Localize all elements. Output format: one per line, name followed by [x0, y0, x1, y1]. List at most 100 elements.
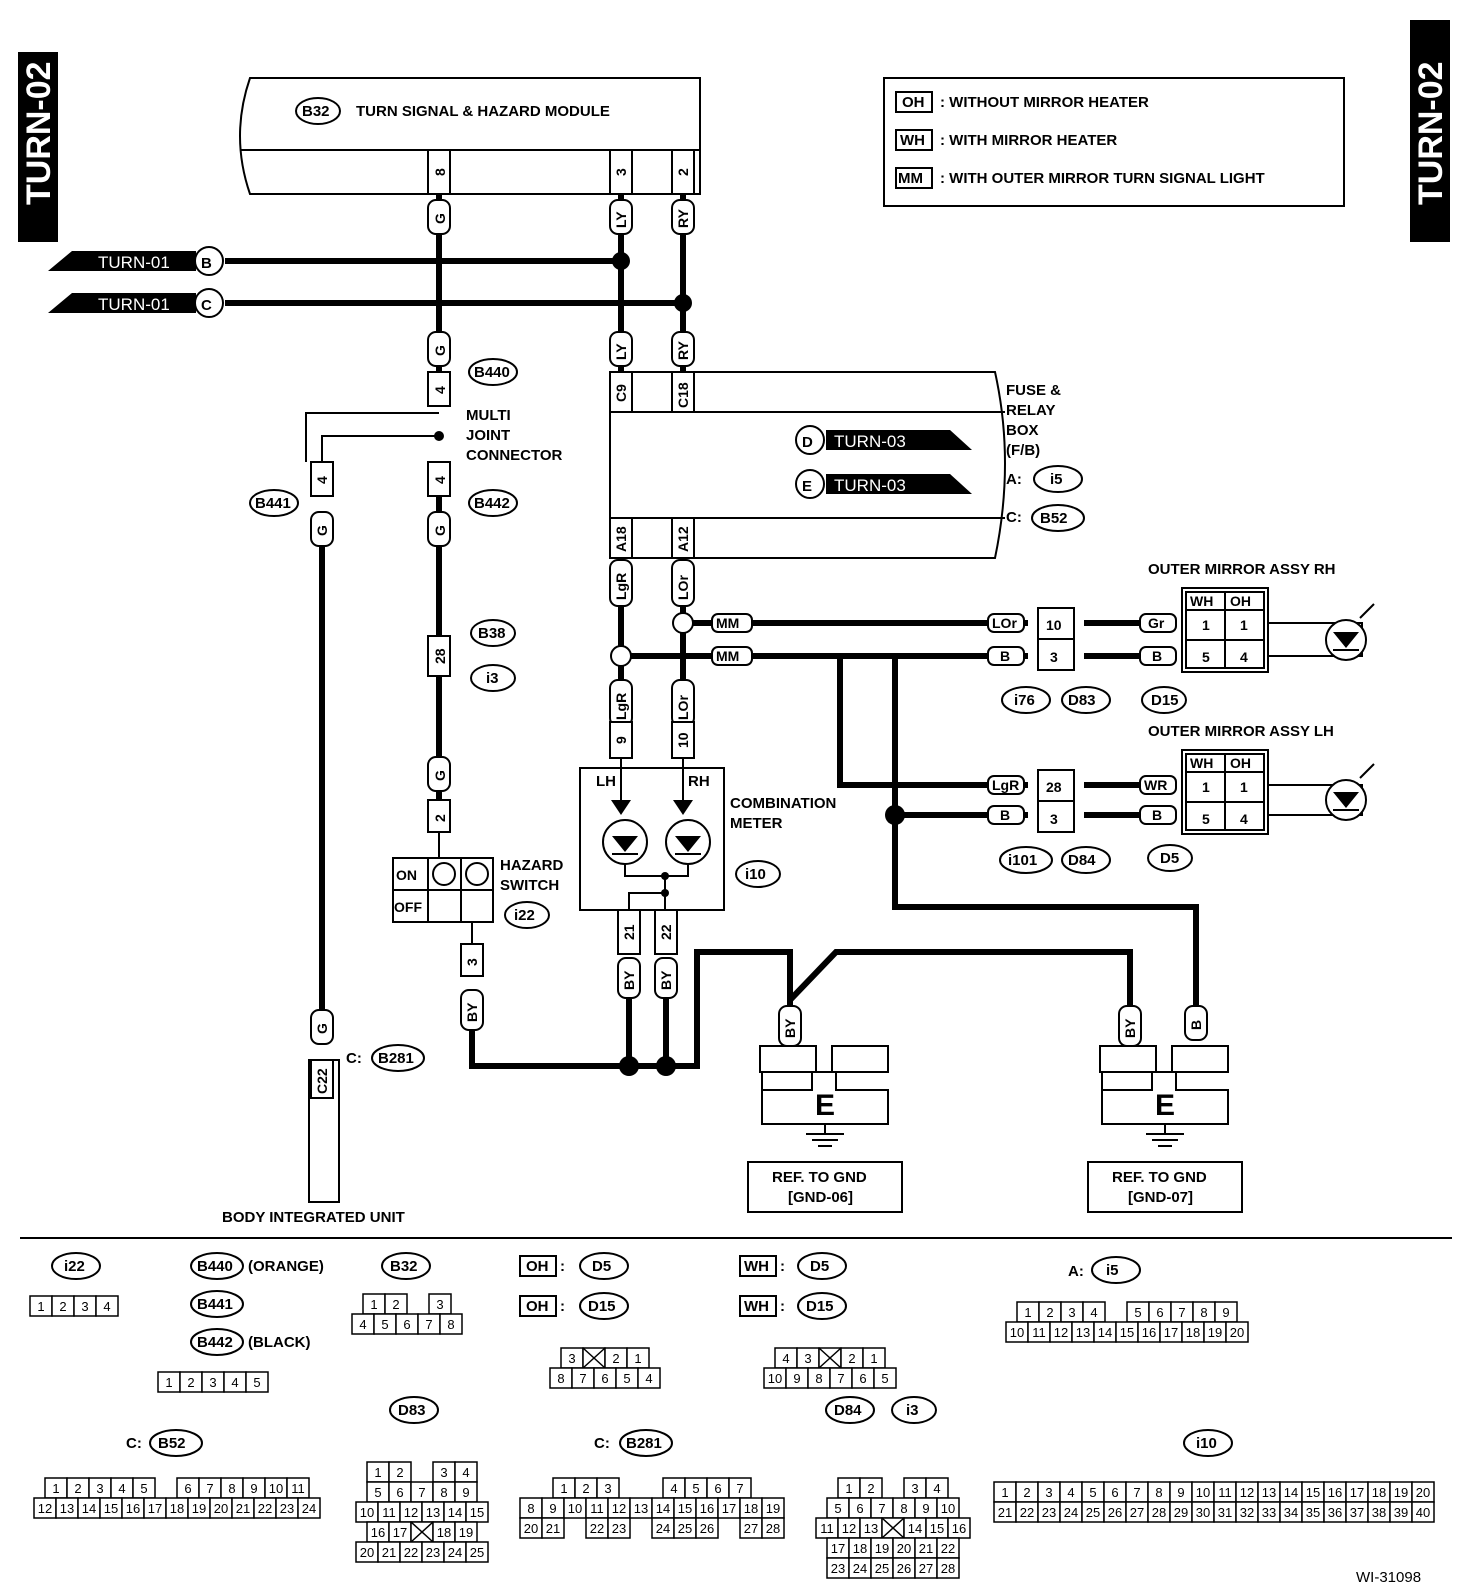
svg-text:[GND-07]: [GND-07]: [1128, 1189, 1193, 1206]
pin-number: 21: [236, 1501, 250, 1516]
pin-number: 11: [820, 1521, 834, 1536]
svg-text:WH: WH: [744, 1258, 769, 1275]
pin-number: 17: [1350, 1485, 1364, 1500]
pin-number: 20: [897, 1541, 911, 1556]
pin-number: 9: [1222, 1305, 1229, 1320]
pin-number: 5: [834, 1501, 841, 1516]
svg-text:WH: WH: [1190, 755, 1213, 771]
pin-cell: [695, 1517, 719, 1539]
pin-number: 11: [1218, 1485, 1232, 1500]
hazard-switch: 2 ON OFF HAZARD SWITCH i22 3: [392, 799, 563, 977]
pin-number: 16: [371, 1525, 385, 1540]
svg-text:B: B: [1188, 1020, 1204, 1030]
pin-number: 13: [1076, 1325, 1090, 1340]
pin-number: 8: [527, 1501, 534, 1516]
pin-cell: [297, 1497, 321, 1519]
svg-text:B32: B32: [390, 1258, 418, 1275]
ground-gnd06: E REF. TO GND [GND-06]: [747, 1045, 903, 1213]
svg-text:28: 28: [1046, 779, 1062, 795]
svg-text:i3: i3: [906, 1402, 919, 1419]
pin-number: 9: [549, 1501, 556, 1516]
svg-text:FUSE &: FUSE &: [1006, 382, 1061, 399]
pin-number: 6: [856, 1501, 863, 1516]
pin-number: 2: [187, 1375, 194, 1390]
pin-number: 3: [209, 1375, 216, 1390]
pin-number: 1: [52, 1481, 59, 1496]
svg-text:E: E: [1155, 1089, 1175, 1122]
pin-number: 24: [1064, 1505, 1078, 1520]
svg-text:B440: B440: [474, 364, 510, 381]
svg-text:SWITCH: SWITCH: [500, 877, 559, 894]
pin-number: 22: [941, 1541, 955, 1556]
svg-text:BY: BY: [658, 970, 674, 990]
svg-text:(BLACK): (BLACK): [248, 1334, 310, 1351]
pin-number: 12: [1054, 1325, 1068, 1340]
pin-number: 18: [170, 1501, 184, 1516]
link-turn03-e[interactable]: E TURN-03: [795, 469, 972, 499]
pin-number: 20: [1230, 1325, 1244, 1340]
svg-text:(ORANGE): (ORANGE): [248, 1258, 324, 1275]
svg-text:3: 3: [464, 958, 480, 966]
svg-text:CONNECTOR: CONNECTOR: [466, 447, 563, 464]
svg-text:LOr: LOr: [675, 575, 691, 600]
svg-text:A18: A18: [613, 526, 629, 552]
pin-number: 10: [768, 1371, 782, 1386]
svg-text:LgR: LgR: [613, 693, 629, 720]
pin-number: 3: [604, 1481, 611, 1496]
pin-number: 39: [1394, 1505, 1408, 1520]
svg-text:OFF: OFF: [394, 899, 422, 915]
link-turn03-d[interactable]: D TURN-03: [795, 425, 972, 455]
svg-text:i22: i22: [514, 907, 535, 924]
svg-text:G: G: [432, 770, 448, 781]
svg-text:i101: i101: [1008, 852, 1037, 869]
pin-number: 21: [998, 1505, 1012, 1520]
svg-text::: :: [560, 1298, 565, 1315]
pin-number: 8: [1155, 1485, 1162, 1500]
pin-number: 19: [192, 1501, 206, 1516]
pin-number: 3: [804, 1351, 811, 1366]
link-turn01-c[interactable]: TURN-01 C: [48, 288, 224, 318]
pin-number: 2: [74, 1481, 81, 1496]
blank-pin-mark: [881, 1517, 905, 1539]
svg-text:E: E: [815, 1089, 835, 1122]
body-integrated-unit: C22 C: B281 BODY INTEGRATED UNIT: [222, 1044, 425, 1226]
link-turn01-b[interactable]: TURN-01 B: [48, 246, 224, 276]
pin-number: 4: [1090, 1305, 1097, 1320]
svg-text:BY: BY: [782, 1018, 798, 1038]
pin-number: 28: [766, 1521, 780, 1536]
svg-text:D5: D5: [592, 1258, 611, 1275]
pin-number: 27: [744, 1521, 758, 1536]
pin-number: 4: [933, 1481, 940, 1496]
pin-number: 5: [1089, 1485, 1096, 1500]
pin-number: 21: [546, 1521, 560, 1536]
pin-number: 8: [900, 1501, 907, 1516]
svg-text:: WITH OUTER MIRROR TURN SIGNA: : WITH OUTER MIRROR TURN SIGNAL LIGHT: [940, 170, 1265, 187]
svg-text:OH: OH: [1230, 593, 1251, 609]
pin-number: 9: [462, 1485, 469, 1500]
svg-text:OH: OH: [526, 1298, 549, 1315]
pin-number: 21: [919, 1541, 933, 1556]
pin-number: 2: [1023, 1485, 1030, 1500]
svg-text:Gr: Gr: [1148, 615, 1165, 631]
pin-number: 17: [1164, 1325, 1178, 1340]
page-label-right: TURN-02: [1410, 20, 1450, 242]
pin-number: 9: [793, 1371, 800, 1386]
outer-mirror-lh: OUTER MIRROR ASSY LH WH OH 1 1 5 4 D5: [1147, 723, 1375, 872]
svg-text:BY: BY: [464, 1002, 480, 1022]
pin-number: 24: [302, 1501, 316, 1516]
fuse-relay-box: C9 C18 A18 A12 FUSE & RELAY BOX (F/B) A:…: [609, 371, 1085, 559]
pin-number: 18: [1186, 1325, 1200, 1340]
pin-number: 37: [1350, 1505, 1364, 1520]
pin-number: 9: [250, 1481, 257, 1496]
svg-text:HAZARD: HAZARD: [500, 857, 563, 874]
svg-text:WH: WH: [900, 132, 925, 149]
pin-number: 1: [370, 1297, 377, 1312]
svg-text:21: 21: [621, 924, 637, 940]
svg-text:BY: BY: [1122, 1018, 1138, 1038]
svg-text:LgR: LgR: [992, 777, 1019, 793]
pin-number: 17: [722, 1501, 736, 1516]
pin-number: 32: [1240, 1505, 1254, 1520]
pin-number: 7: [736, 1481, 743, 1496]
pin-number: 11: [382, 1505, 396, 1520]
pin-number: 2: [1046, 1305, 1053, 1320]
